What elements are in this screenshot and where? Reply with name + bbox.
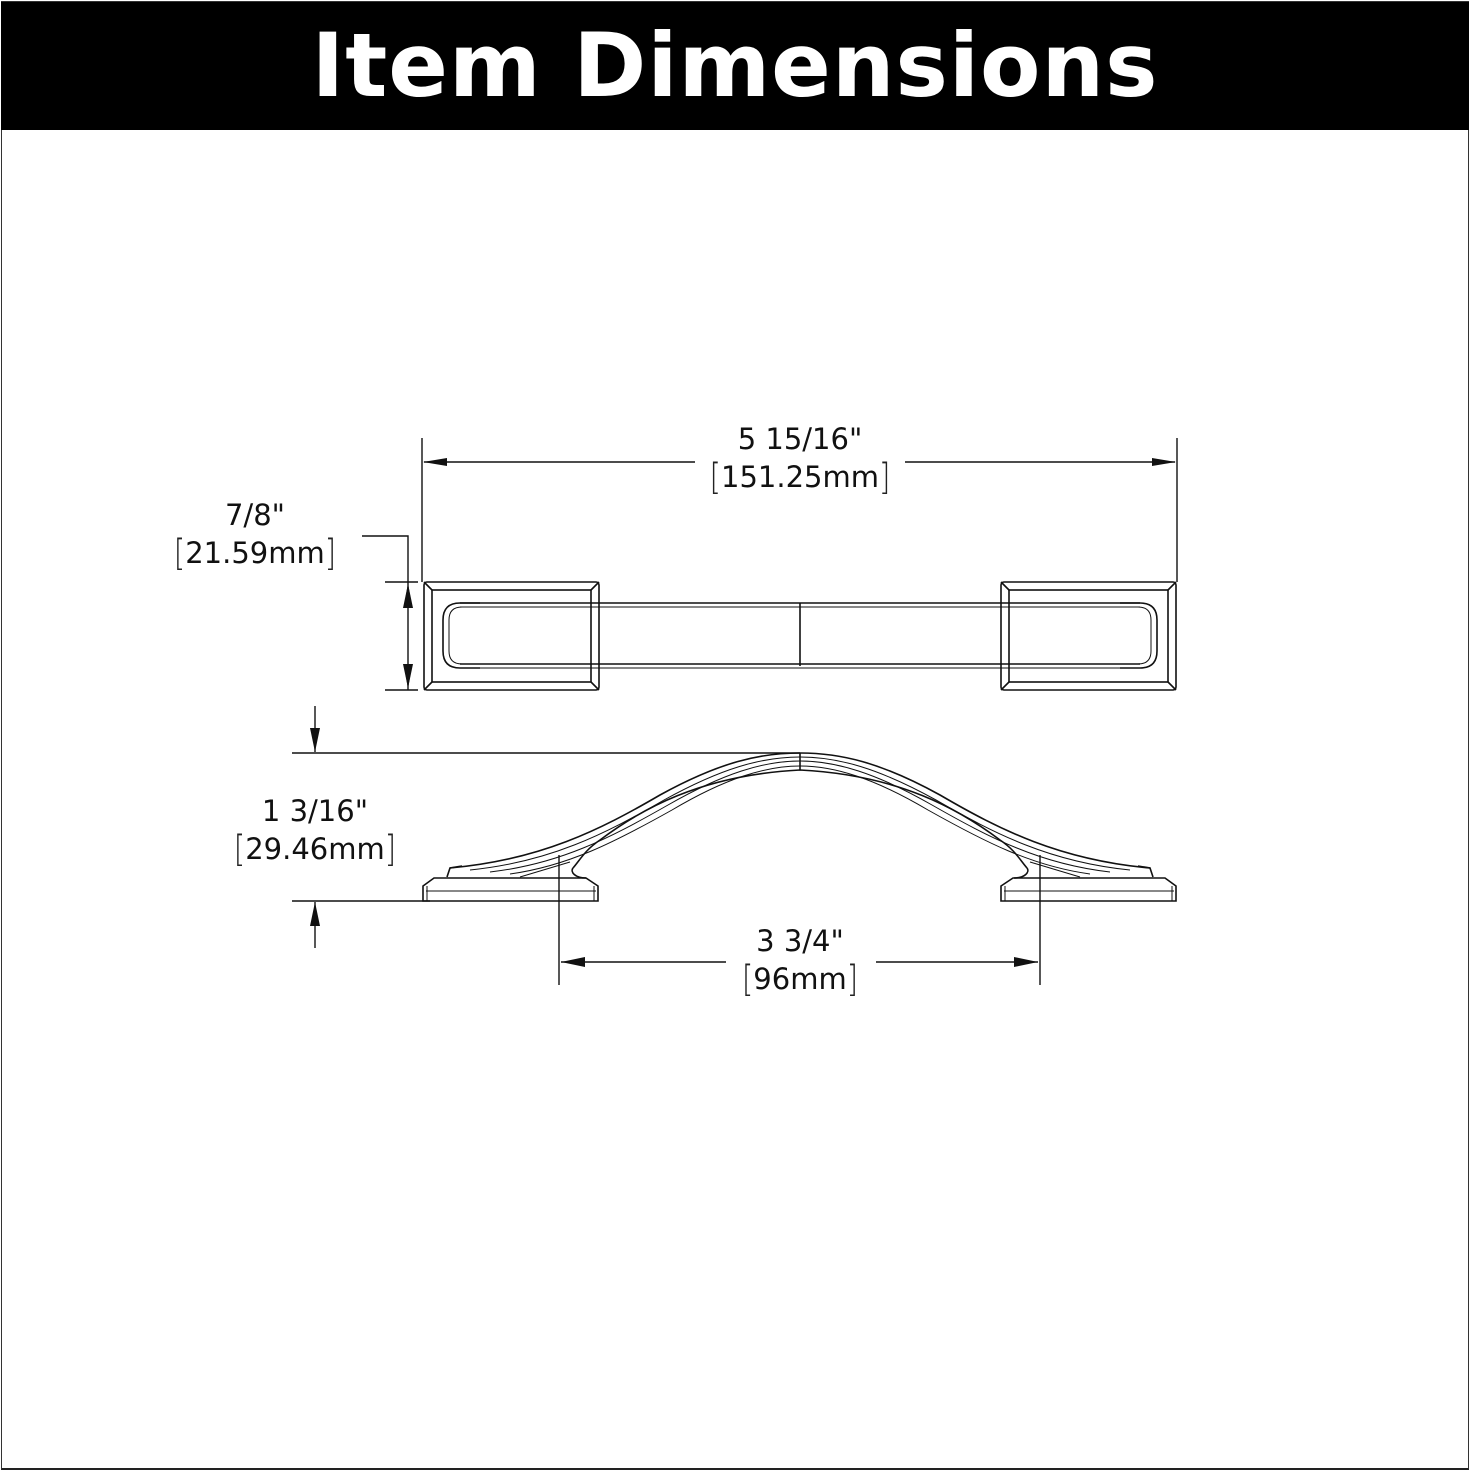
height-metric-value: 29.46mm — [245, 832, 385, 866]
center-to-center-label: 3 3/4" [96mm] — [700, 922, 900, 1001]
overall-length-label: 5 15/16" [151.25mm] — [700, 420, 900, 499]
top-view — [423, 581, 1177, 691]
center-to-center-metric-value: 96mm — [753, 962, 847, 996]
width-dimension — [362, 535, 418, 691]
header-bar: Item Dimensions — [1, 2, 1469, 130]
center-to-center-dimension — [558, 855, 1041, 985]
width-metric-value: 21.59mm — [185, 536, 325, 570]
width-imperial: 7/8" — [224, 498, 285, 532]
center-to-center-imperial: 3 3/4" — [756, 924, 844, 958]
height-dimension — [292, 706, 800, 948]
overall-length-metric: [151.25mm] — [709, 455, 891, 499]
page-title: Item Dimensions — [311, 14, 1159, 117]
overall-length-metric-value: 151.25mm — [721, 460, 879, 494]
width-label: 7/8" [21.59mm] — [155, 496, 355, 575]
width-metric: [21.59mm] — [173, 531, 337, 575]
height-metric: [29.46mm] — [233, 827, 397, 871]
height-label: 1 3/16" [29.46mm] — [215, 792, 415, 871]
height-imperial: 1 3/16" — [261, 794, 369, 828]
overall-length-dimension — [421, 438, 1178, 582]
overall-length-imperial: 5 15/16" — [737, 422, 863, 456]
side-view — [422, 752, 1177, 902]
center-to-center-metric: [96mm] — [741, 957, 859, 1001]
